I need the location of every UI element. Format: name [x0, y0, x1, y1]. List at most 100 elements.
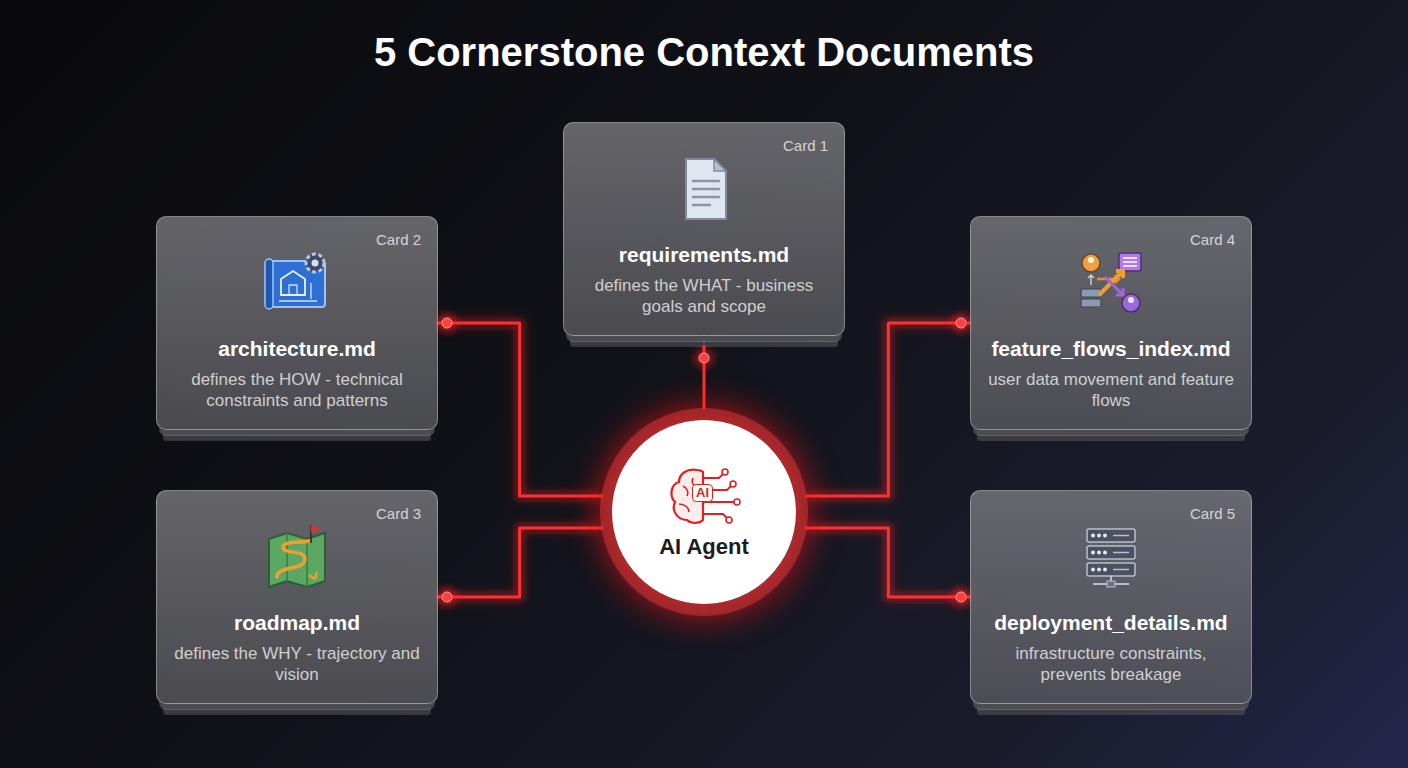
icon-part	[1123, 257, 1137, 259]
icon-part	[269, 533, 325, 587]
card-number: Card 2	[376, 231, 421, 248]
icon-part	[1113, 552, 1129, 554]
icon-part	[306, 254, 324, 272]
connector-glow	[438, 528, 601, 597]
icon-part	[1081, 289, 1101, 297]
card-icon	[261, 521, 333, 593]
brain-part	[726, 517, 732, 523]
icon-part	[1087, 529, 1135, 542]
document-card: Card 1 requirements.md defines the WHAT - …	[563, 122, 845, 336]
icon-part	[265, 259, 273, 309]
icon-part	[1091, 568, 1095, 572]
agent-label: AI Agent	[659, 534, 749, 560]
connector-dot-glow	[695, 349, 713, 367]
agent-circle: AI AI Agent	[612, 420, 796, 604]
icon-part	[277, 541, 309, 577]
card-icon	[1075, 247, 1147, 319]
connector	[807, 323, 970, 496]
connector-glow	[438, 323, 601, 496]
icon-part	[1123, 261, 1137, 263]
connector-dot-glow	[438, 588, 456, 606]
connector-dot-glow	[952, 588, 970, 606]
icon-part	[1091, 534, 1095, 538]
document-card: Card 2 architecture.md defines the HOW - t…	[156, 216, 438, 430]
icon-part	[693, 180, 719, 183]
icon-part	[1107, 581, 1115, 587]
brain-part	[734, 499, 740, 505]
connector-glow	[700, 336, 709, 408]
icon-part	[693, 196, 719, 199]
icon-part	[693, 204, 710, 207]
document-card: Card 3 roadmap.md defines the WHY - trajec…	[156, 490, 438, 704]
description: defines the WHY - trajectory and vision	[172, 643, 422, 685]
connector	[438, 323, 601, 496]
card-number: Card 4	[1190, 231, 1235, 248]
icon-part	[1097, 568, 1101, 572]
brain-part	[722, 469, 728, 475]
card-number: Card 1	[783, 137, 828, 154]
icon-part	[686, 159, 726, 219]
card-icon	[668, 153, 740, 225]
description: defines the WHAT - business goals and sc…	[579, 275, 829, 317]
icon-part	[714, 159, 726, 171]
description: user data movement and feature flows	[986, 369, 1236, 411]
icon-part	[1087, 563, 1135, 576]
description: defines the HOW - technical constraints …	[172, 369, 422, 411]
document-card: Card 5 deployment_details.md infrastructur…	[970, 490, 1252, 704]
document-card: Card 4 feature_flows_index.mduser data mo…	[970, 216, 1252, 430]
connector	[438, 528, 601, 597]
connector-dot	[956, 318, 966, 328]
icon-part	[1097, 551, 1101, 555]
icon-part	[309, 572, 317, 579]
card-icon	[1075, 521, 1147, 593]
icon-part	[1091, 551, 1095, 555]
icon-part	[1103, 551, 1107, 555]
icon-part	[1119, 253, 1141, 271]
icon-part	[1123, 265, 1137, 267]
connector-dot	[699, 353, 709, 363]
connector-dot	[442, 318, 452, 328]
file-name: feature_flows_index.md	[991, 337, 1230, 361]
icon-part	[1122, 294, 1140, 312]
icon-part	[1099, 271, 1123, 295]
icon-part	[312, 260, 319, 267]
icon-part	[1088, 257, 1094, 263]
connector-dot-glow	[438, 314, 456, 332]
card-number: Card 3	[376, 505, 421, 522]
icon-part	[1082, 254, 1100, 272]
icon-part	[1113, 569, 1129, 571]
file-name: deployment_details.md	[994, 611, 1227, 635]
icon-part	[311, 525, 321, 533]
connector-dot-glow	[952, 314, 970, 332]
description: infrastructure constraints, prevents bre…	[986, 643, 1236, 685]
title: 5 Cornerstone Context Documents	[0, 30, 1408, 75]
icon-part	[1113, 535, 1129, 537]
icon-part	[1081, 299, 1101, 307]
icon-part	[1087, 546, 1135, 559]
file-name: roadmap.md	[234, 611, 360, 635]
connector-dot	[956, 592, 966, 602]
icon-part	[1088, 275, 1094, 285]
connector-glow	[807, 323, 970, 496]
icon-part	[281, 271, 305, 295]
icon-part	[1103, 534, 1107, 538]
connector-glow	[807, 528, 970, 597]
file-name: architecture.md	[218, 337, 376, 361]
card-number: Card 5	[1190, 505, 1235, 522]
icon-part	[1105, 277, 1123, 295]
brain-icon: AI	[664, 464, 744, 526]
connector	[807, 528, 970, 597]
icon-part	[1097, 534, 1101, 538]
card-icon	[261, 247, 333, 319]
brain-part	[703, 514, 729, 520]
ai-badge: AI	[692, 484, 713, 502]
brain-part	[730, 481, 736, 487]
icon-part	[693, 188, 719, 191]
connector	[703, 336, 706, 408]
connector-dot	[442, 592, 452, 602]
file-name: requirements.md	[619, 243, 789, 267]
icon-part	[1103, 568, 1107, 572]
icon-part	[279, 283, 317, 301]
icon-part	[1128, 297, 1134, 303]
